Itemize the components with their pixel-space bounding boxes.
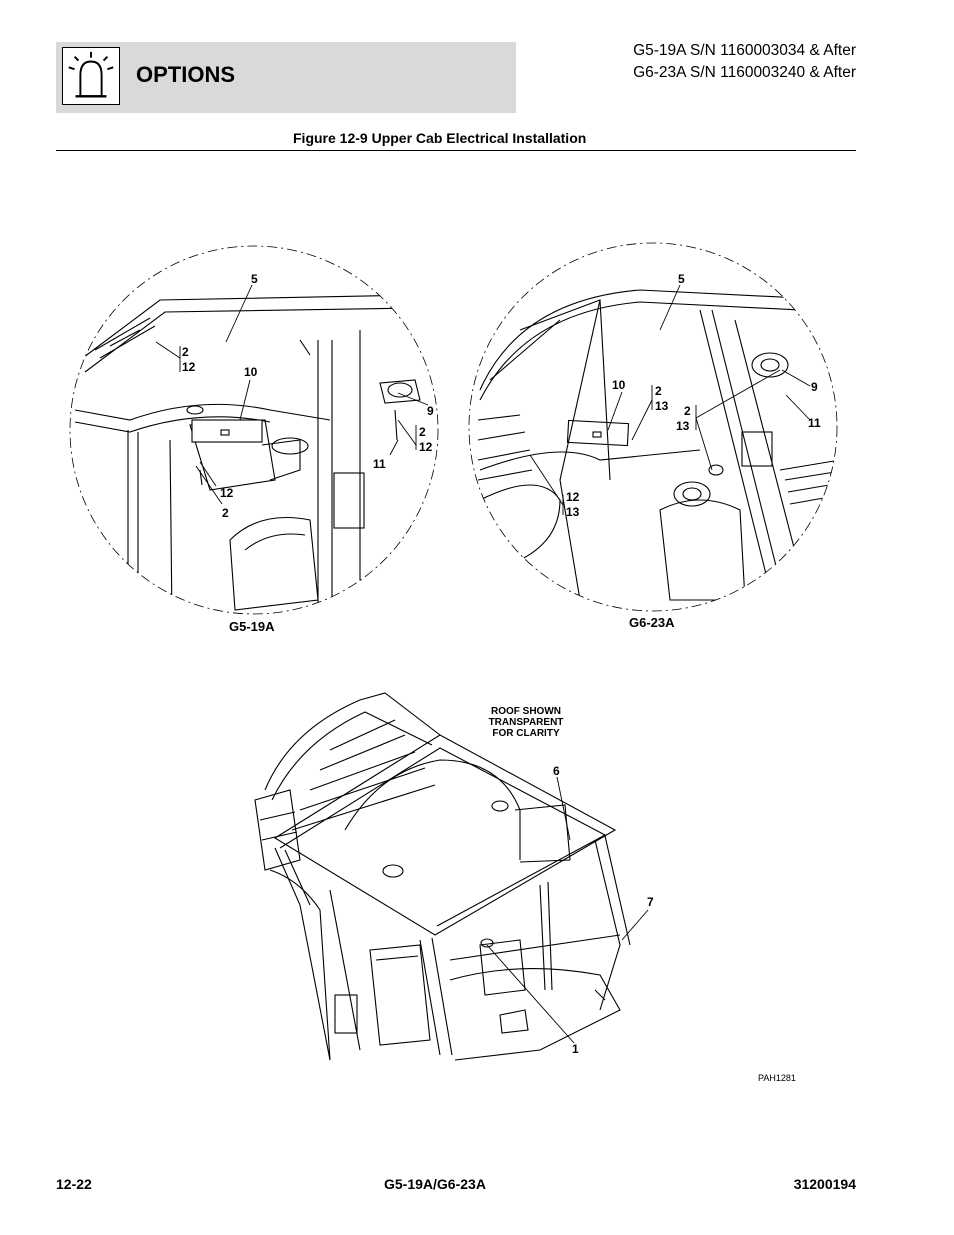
view-label-g5-19a: G5-19A	[229, 619, 275, 634]
doc-number: 31200194	[793, 1176, 856, 1192]
callout-9: 9	[427, 404, 434, 418]
serial-range-g5: G5-19A S/N 1160003034 & After	[633, 42, 856, 59]
figure-title: Figure 12-9 Upper Cab Electrical Install…	[293, 130, 587, 146]
callout-2: 2	[419, 425, 426, 439]
beacon-light-icon	[62, 47, 120, 105]
note-line-3: FOR CLARITY	[492, 728, 560, 739]
note-line-2: TRANSPARENT	[489, 717, 564, 728]
callout-2: 2	[684, 404, 691, 418]
section-title: OPTIONS	[136, 62, 236, 87]
callout-11: 11	[373, 457, 386, 471]
view-label-g6-23a: G6-23A	[629, 615, 675, 630]
callout-13: 13	[655, 399, 669, 413]
callout-10: 10	[244, 365, 258, 379]
cab-isometric-view	[254, 692, 631, 1061]
page-number: 12-22	[56, 1176, 92, 1192]
callout-12: 12	[419, 440, 433, 454]
callout-9: 9	[811, 380, 818, 394]
header-rule	[56, 150, 856, 151]
detail-view-g5-19a: 5 2 12 10 9 2 12 11 12 2 G5-19A	[69, 245, 439, 634]
callout-2: 2	[655, 384, 662, 398]
serial-range-g6: G6-23A S/N 1160003240 & After	[633, 64, 856, 81]
callout-11: 11	[808, 416, 821, 430]
footer-model: G5-19A/G6-23A	[384, 1176, 486, 1192]
callout-12: 12	[220, 486, 234, 500]
drawing-id: PAH1281	[758, 1073, 796, 1083]
detail-view-g6-23a: 5 10 2 13 2 13 9 11 12 13 G6-23A	[468, 242, 838, 630]
callout-10: 10	[612, 378, 626, 392]
note-line-1: ROOF SHOWN	[491, 706, 561, 717]
callout-13: 13	[566, 505, 580, 519]
header-banner	[56, 42, 516, 113]
callout-13: 13	[676, 419, 690, 433]
callout-5: 5	[251, 272, 258, 286]
callout-6: 6	[553, 764, 560, 778]
callout-2: 2	[182, 345, 189, 359]
callout-1: 1	[572, 1042, 579, 1056]
callout-2: 2	[222, 506, 229, 520]
callout-5: 5	[678, 272, 685, 286]
callout-7: 7	[647, 895, 654, 909]
callout-12: 12	[182, 360, 196, 374]
callout-12: 12	[566, 490, 580, 504]
